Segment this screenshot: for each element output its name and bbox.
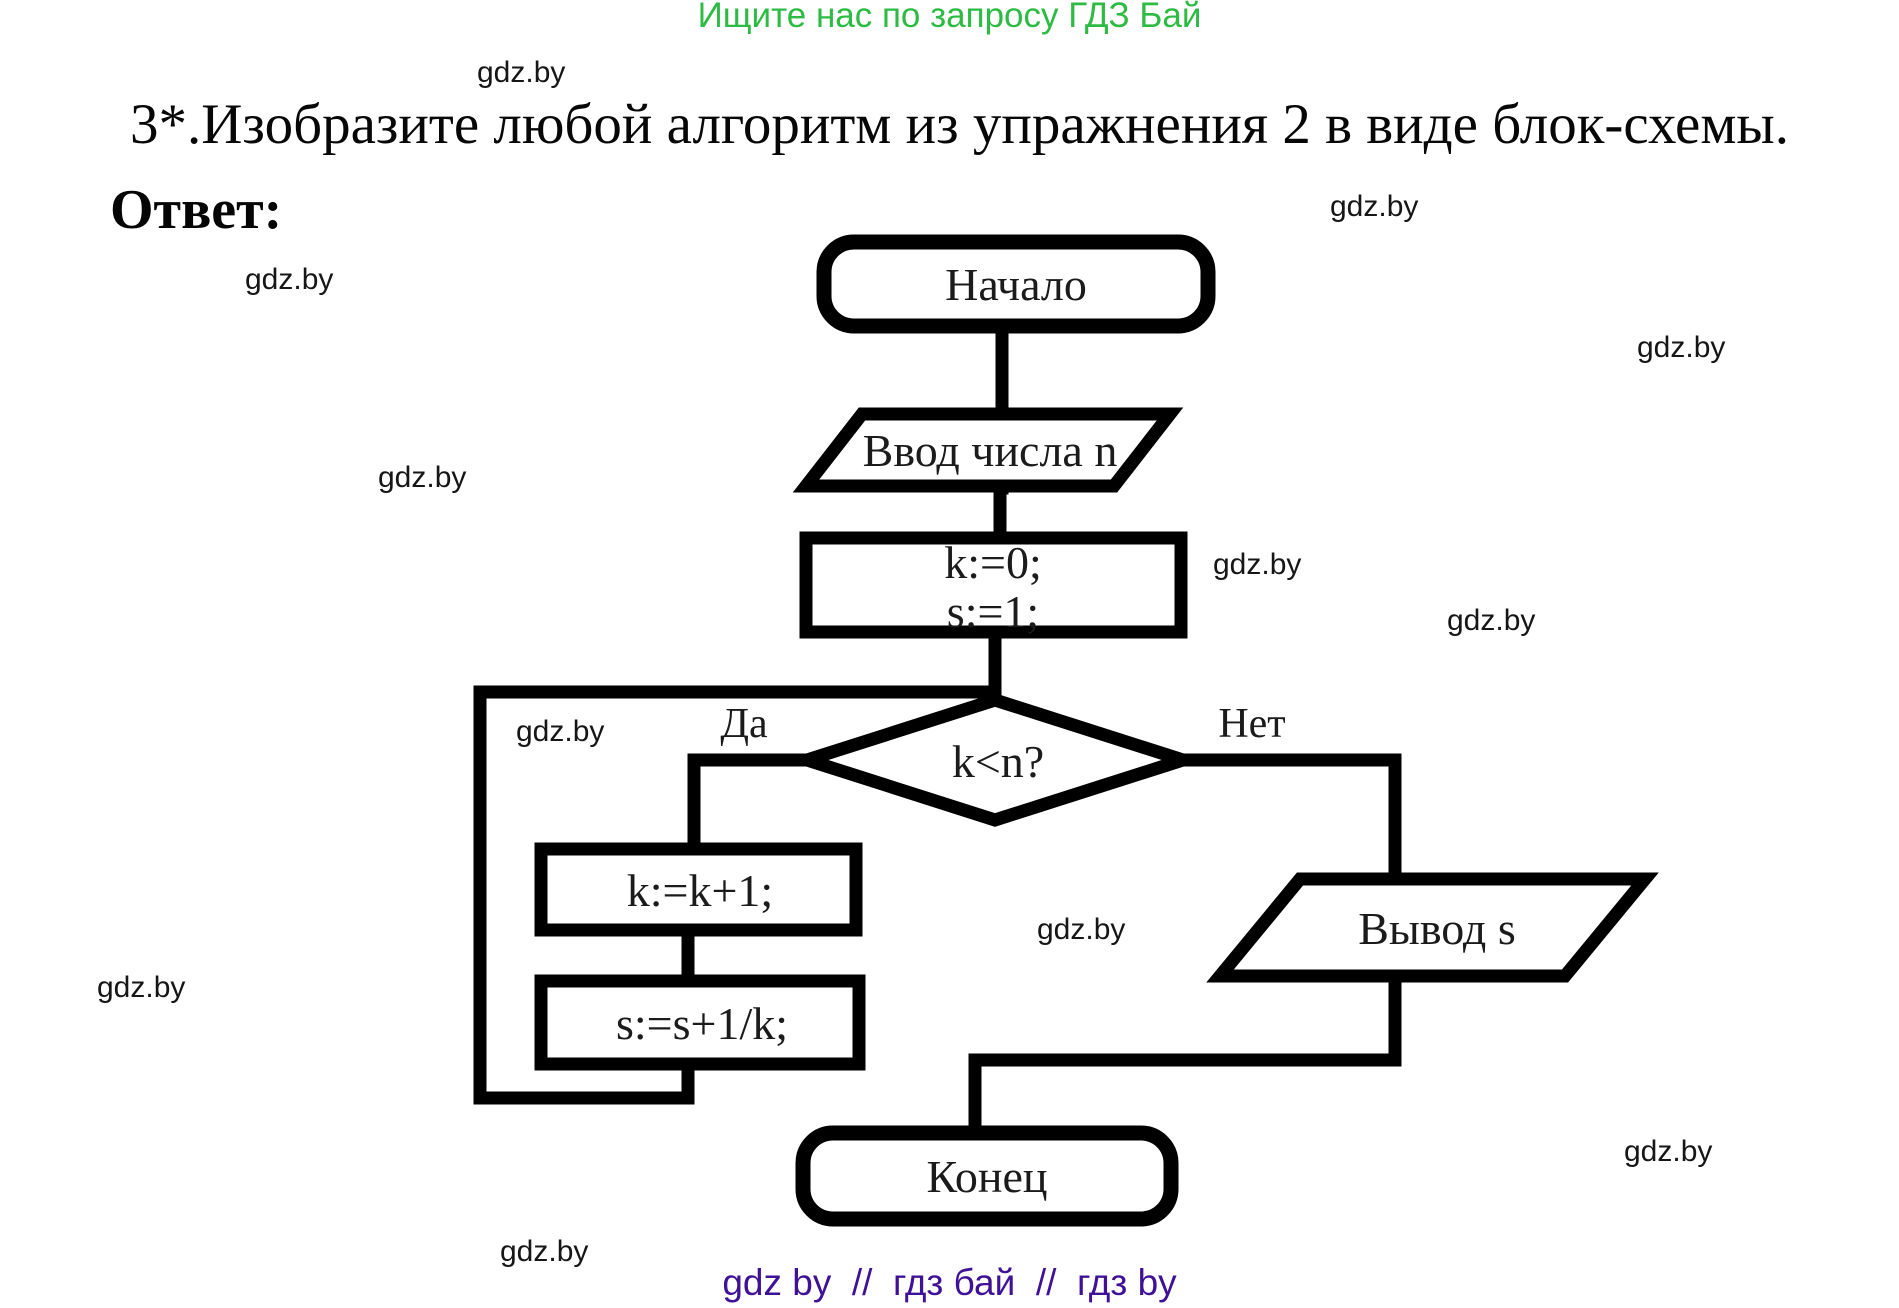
node-start: Начало	[816, 234, 1216, 334]
no-branch-label: Нет	[1218, 701, 1285, 747]
node-init-line2: s:=1;	[947, 586, 1039, 637]
node-input: Ввод числа n	[792, 407, 1184, 493]
node-output-label: Вывод s	[1358, 903, 1515, 954]
watermark: gdz.by	[97, 971, 186, 1004]
node-increment: k:=k+1;	[534, 842, 863, 937]
answer-label: Ответ:	[110, 179, 283, 241]
footer-note: gdz by // гдз бай // гдз by	[722, 1262, 1177, 1303]
node-output: Вывод s	[1206, 872, 1659, 983]
watermark: gdz.by	[245, 263, 334, 296]
watermark: gdz.by	[1037, 913, 1126, 946]
watermark: gdz.by	[1213, 548, 1302, 581]
node-accumulate: s:=s+1/k;	[534, 974, 866, 1071]
connector-no-branch	[1173, 753, 1402, 887]
connector-output-end	[968, 969, 1402, 1138]
watermark: gdz.by	[1447, 604, 1536, 637]
watermark: gdz.by	[1330, 190, 1419, 223]
watermark: gdz.by	[1624, 1135, 1713, 1168]
node-accumulate-label: s:=s+1/k;	[616, 998, 788, 1049]
watermark: gdz.by	[500, 1235, 589, 1268]
watermark: gdz.by	[1637, 331, 1726, 364]
node-increment-label: k:=k+1;	[627, 865, 773, 916]
node-init: k:=0; s:=1;	[799, 531, 1188, 639]
watermark: gdz.by	[477, 56, 566, 89]
page-title: 3*.Изобразите любой алгоритм из упражнен…	[130, 93, 1789, 156]
node-decision: k<n?	[785, 693, 1205, 827]
node-init-line1: k:=0;	[944, 537, 1042, 588]
watermark: gdz.by	[516, 715, 605, 748]
connector-yes-branch	[687, 753, 817, 854]
connector-loop-back	[473, 685, 1002, 1105]
node-end: Конец	[795, 1125, 1179, 1227]
node-decision-label: k<n?	[952, 736, 1044, 787]
banner: Ищите нас по запросу ГДЗ Бай	[697, 0, 1202, 35]
node-end-label: Конец	[926, 1151, 1047, 1202]
node-input-label: Ввод числа n	[863, 425, 1118, 476]
yes-branch-label: Да	[720, 701, 768, 747]
node-start-label: Начало	[945, 259, 1087, 310]
watermark: gdz.by	[378, 461, 467, 494]
